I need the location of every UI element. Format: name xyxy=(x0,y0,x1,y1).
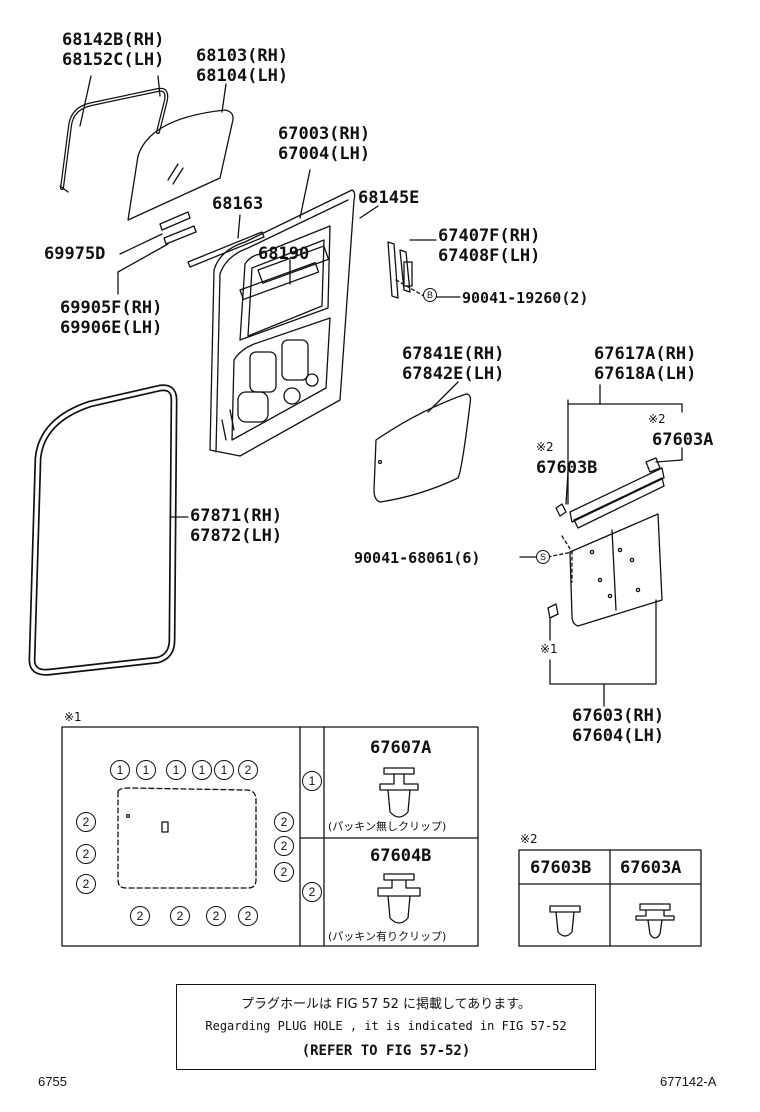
clip-drawing xyxy=(379,767,419,818)
label-90041-19260: 90041-19260(2) xyxy=(462,289,589,307)
label-67842e: 67842E(LH) xyxy=(402,364,505,384)
ref-mark-2: ※2 xyxy=(536,440,554,454)
label-67407f: 67407F(RH) xyxy=(438,226,541,246)
clip-position-marker: 2 xyxy=(206,906,226,926)
clip-position-marker: 1 xyxy=(192,760,212,780)
label-67003: 67003(RH) xyxy=(278,124,371,144)
clip-2-caption: (パッキン有りクリップ) xyxy=(328,930,447,943)
label-68145e: 68145E xyxy=(358,188,420,208)
footer-page-code: 6755 xyxy=(38,1074,67,1089)
label-68163: 68163 xyxy=(212,194,264,214)
clip-type-1-marker: 1 xyxy=(302,771,322,791)
leader-line xyxy=(567,403,683,413)
leader-line xyxy=(655,459,683,463)
label-67872: 67872(LH) xyxy=(190,526,283,546)
clip-1-part-number: 67607A xyxy=(370,738,432,758)
label-67618a: 67618A(LH) xyxy=(594,364,697,384)
label-67603: 67603(RH) xyxy=(572,706,665,726)
leader-line xyxy=(117,243,169,273)
clip-position-marker: 2 xyxy=(238,760,258,780)
clip-position-marker: 1 xyxy=(110,760,130,780)
clip-position-marker: 2 xyxy=(170,906,190,926)
clip-type-2-marker: 2 xyxy=(302,882,322,902)
label-68190: 68190 xyxy=(258,244,310,264)
label-69975d: 69975D xyxy=(44,244,106,264)
label-67408f: 67408F(LH) xyxy=(438,246,541,266)
reference-note-box: プラグホールは FIG 57 52 に掲載してあります。 Regarding P… xyxy=(176,984,596,1070)
label-68152c: 68152C(LH) xyxy=(62,50,165,70)
clip-drawing xyxy=(377,873,421,924)
label-90041-68061: 90041-68061(6) xyxy=(354,549,481,567)
label-68103: 68103(RH) xyxy=(196,46,289,66)
leader-line xyxy=(299,169,311,219)
clip-67603b-header: 67603B xyxy=(530,858,592,878)
leader-line xyxy=(79,75,92,127)
leader-line xyxy=(395,279,425,297)
clip-position-marker: 2 xyxy=(130,906,150,926)
clip-position-marker: 2 xyxy=(238,906,258,926)
note-reference: (REFER TO FIG 57-52) xyxy=(301,1043,471,1059)
lower-channel-part xyxy=(159,211,197,245)
run-channel-part xyxy=(59,87,169,193)
leader-line xyxy=(119,233,163,255)
clip-67603a-header: 67603A xyxy=(620,858,682,878)
clip-position-marker: 2 xyxy=(274,862,294,882)
clip-drawing xyxy=(635,903,675,939)
leader-line xyxy=(547,551,573,558)
clip-position-marker: 1 xyxy=(214,760,234,780)
vertical-bracket-part xyxy=(387,241,413,299)
trim-board-assembly xyxy=(547,457,665,627)
clip-position-marker: 2 xyxy=(274,812,294,832)
clip-1-caption: (パッキン無しクリップ) xyxy=(328,820,447,833)
clip-position-marker: 1 xyxy=(136,760,156,780)
clip-position-marker: 2 xyxy=(76,844,96,864)
marker-b: B xyxy=(423,288,437,302)
weatherstrip-part xyxy=(28,384,178,676)
marker-s: S xyxy=(536,550,550,564)
label-68142b: 68142B(RH) xyxy=(62,30,165,50)
detail-box-frame xyxy=(61,726,479,947)
leader-line xyxy=(359,205,379,219)
clip-position-marker: 1 xyxy=(166,760,186,780)
clip-position-marker: 2 xyxy=(76,812,96,832)
leader-line xyxy=(427,381,459,413)
service-hole-cover-part xyxy=(373,393,472,503)
note-english: Regarding PLUG HOLE , it is indicated in… xyxy=(205,1019,567,1033)
label-67871: 67871(RH) xyxy=(190,506,283,526)
door-glass-part xyxy=(127,109,234,221)
ref-mark-1: ※1 xyxy=(540,642,558,656)
detail-box-2-ref: ※2 xyxy=(520,832,538,846)
glass-channel-part xyxy=(187,231,265,268)
label-67004: 67004(LH) xyxy=(278,144,371,164)
leader-line xyxy=(549,599,657,685)
clip-drawing xyxy=(549,905,581,937)
clip-position-marker: 2 xyxy=(274,836,294,856)
label-69905f: 69905F(RH) xyxy=(60,298,163,318)
leader-line xyxy=(221,83,227,113)
clip-position-marker: 2 xyxy=(76,874,96,894)
note-japanese: プラグホールは FIG 57 52 に掲載してあります。 xyxy=(241,997,531,1012)
footer-figure-code: 677142-A xyxy=(660,1074,717,1089)
ref-mark-2: ※2 xyxy=(648,412,666,426)
label-69906e: 69906E(LH) xyxy=(60,318,163,338)
leader-line xyxy=(237,214,241,239)
label-67604: 67604(LH) xyxy=(572,726,665,746)
label-67841e: 67841E(RH) xyxy=(402,344,505,364)
label-68104: 68104(LH) xyxy=(196,66,289,86)
label-67603b: 67603B xyxy=(536,458,598,478)
label-67603a: 67603A xyxy=(652,430,714,450)
leader-line xyxy=(565,471,569,505)
detail-box-1-ref: ※1 xyxy=(64,710,82,724)
leader-line xyxy=(157,75,161,97)
label-67617a: 67617A(RH) xyxy=(594,344,697,364)
clip-2-part-number: 67604B xyxy=(370,846,432,866)
door-panel-part xyxy=(209,189,356,457)
